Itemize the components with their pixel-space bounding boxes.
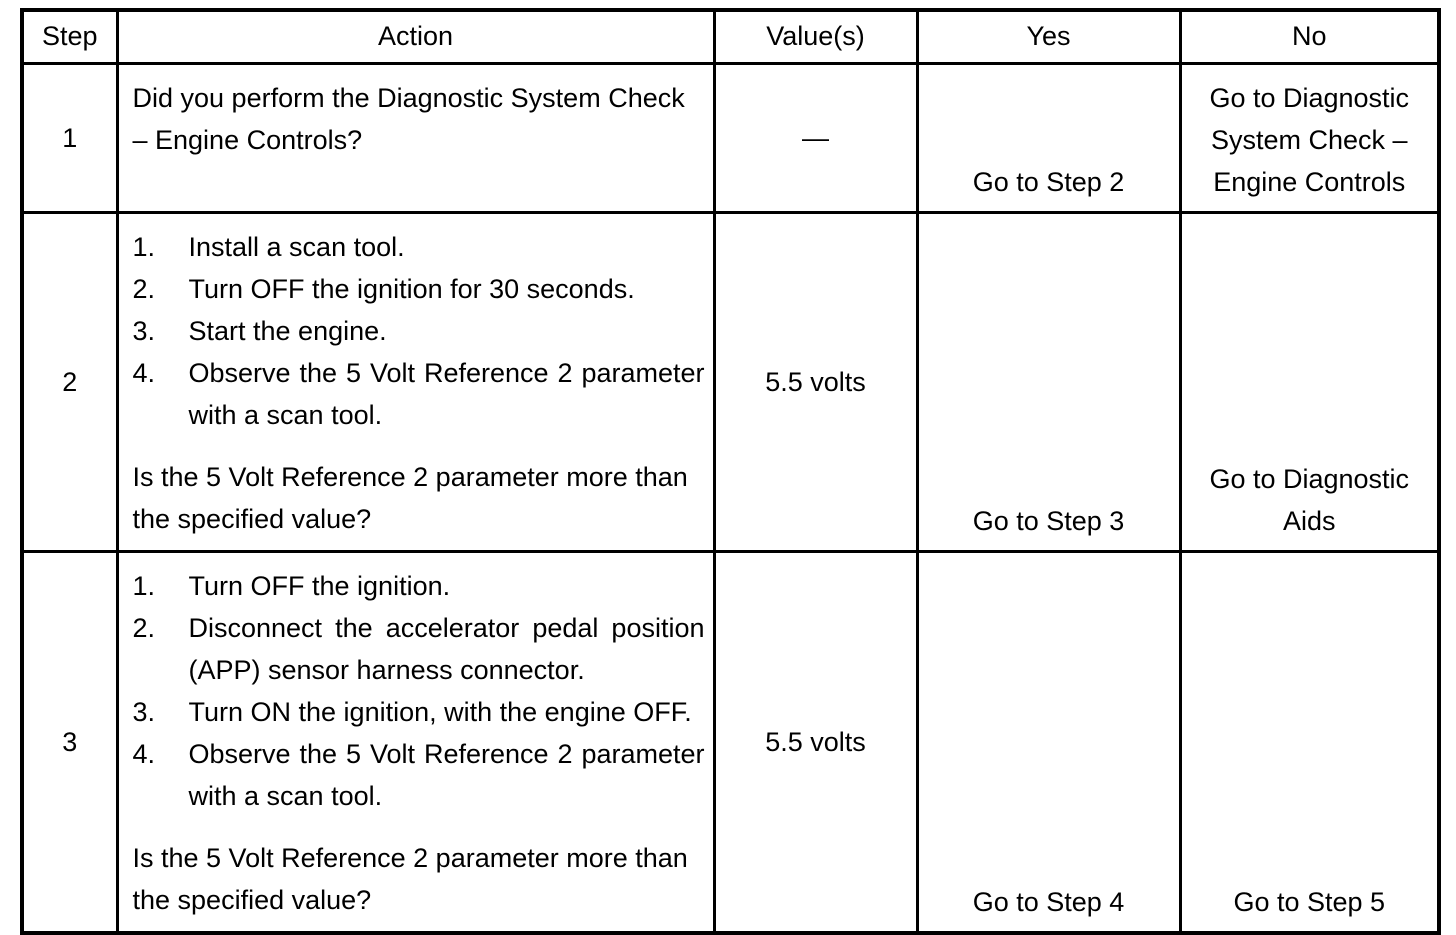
- list-item-text: Start the engine.: [188, 316, 387, 346]
- list-item: 3. Start the engine.: [133, 310, 705, 352]
- no-branch-cell: Go to Step 5: [1178, 550, 1441, 935]
- action-question: Is the 5 Volt Reference 2 parameter more…: [132, 843, 688, 915]
- yes-branch-cell: Go to Step 4: [915, 550, 1182, 935]
- list-item-text: Install a scan tool.: [188, 232, 405, 262]
- list-item-number: 4.: [132, 739, 156, 769]
- diagnostic-procedure-table: Step Action Value(s) Yes No 1 Did you pe…: [20, 8, 1441, 935]
- list-item-number: 3.: [132, 316, 156, 346]
- list-item-text: Turn ON the ignition, with the engine OF…: [188, 697, 692, 727]
- action-cell: Did you perform the Diagnostic System Ch…: [115, 62, 716, 214]
- table-row: 3 1. Turn OFF the ignition. 2. Disconnec…: [20, 550, 1441, 935]
- value-cell: 5.5 volts: [712, 550, 919, 935]
- list-item-number: 1.: [132, 571, 156, 601]
- list-item: 4. Observe the 5 Volt Reference 2 parame…: [133, 733, 705, 817]
- step-number: 2: [20, 211, 119, 553]
- list-item-number: 3.: [132, 697, 156, 727]
- list-item-number: 4.: [132, 358, 156, 388]
- table-header-row: Step Action Value(s) Yes No: [20, 8, 1441, 65]
- yes-branch-cell: Go to Step 3: [915, 211, 1182, 553]
- column-header-yes: Yes: [915, 8, 1182, 65]
- list-item-text: Turn OFF the ignition.: [188, 571, 451, 601]
- value-cell: 5.5 volts: [712, 211, 919, 553]
- value-cell: —: [712, 62, 919, 214]
- list-item-text: Turn OFF the ignition for 30 seconds.: [188, 274, 635, 304]
- step-number: 3: [20, 550, 119, 935]
- step-number: 1: [20, 62, 119, 214]
- list-item: 2. Disconnect the accelerator pedal posi…: [133, 607, 705, 691]
- list-item: 4. Observe the 5 Volt Reference 2 parame…: [133, 352, 705, 436]
- list-item: 2. Turn OFF the ignition for 30 seconds.: [133, 268, 705, 310]
- action-question: Did you perform the Diagnostic System Ch…: [132, 83, 685, 155]
- list-item: 3. Turn ON the ignition, with the engine…: [133, 691, 705, 733]
- action-cell: 1. Turn OFF the ignition. 2. Disconnect …: [115, 550, 716, 935]
- action-question: Is the 5 Volt Reference 2 parameter more…: [132, 462, 688, 534]
- column-header-action: Action: [115, 8, 716, 65]
- list-item-number: 2.: [132, 274, 156, 304]
- no-branch-cell: Go to Diagnostic Aids: [1178, 211, 1441, 553]
- list-item: 1. Turn OFF the ignition.: [133, 565, 705, 607]
- list-item-text: Disconnect the accelerator pedal positio…: [188, 613, 705, 685]
- column-header-step: Step: [20, 8, 119, 65]
- action-cell: 1. Install a scan tool. 2. Turn OFF the …: [115, 211, 716, 553]
- action-step-list: 1. Turn OFF the ignition. 2. Disconnect …: [133, 565, 705, 817]
- yes-branch-cell: Go to Step 2: [915, 62, 1182, 214]
- action-step-list: 1. Install a scan tool. 2. Turn OFF the …: [133, 226, 705, 436]
- no-branch-cell: Go to Diagnostic System Check – Engine C…: [1178, 62, 1441, 214]
- list-item-number: 2.: [132, 613, 156, 643]
- value-text: —: [802, 123, 829, 153]
- diagnostic-table-page: Step Action Value(s) Yes No 1 Did you pe…: [20, 8, 1441, 935]
- list-item-number: 1.: [132, 232, 156, 262]
- list-item-text: Observe the 5 Volt Reference 2 parameter…: [188, 739, 705, 811]
- table-row: 1 Did you perform the Diagnostic System …: [20, 62, 1441, 214]
- table-row: 2 1. Install a scan tool. 2. Turn OFF th…: [20, 211, 1441, 553]
- column-header-no: No: [1178, 8, 1441, 65]
- list-item-text: Observe the 5 Volt Reference 2 parameter…: [188, 358, 705, 430]
- list-item: 1. Install a scan tool.: [133, 226, 705, 268]
- column-header-values: Value(s): [712, 8, 919, 65]
